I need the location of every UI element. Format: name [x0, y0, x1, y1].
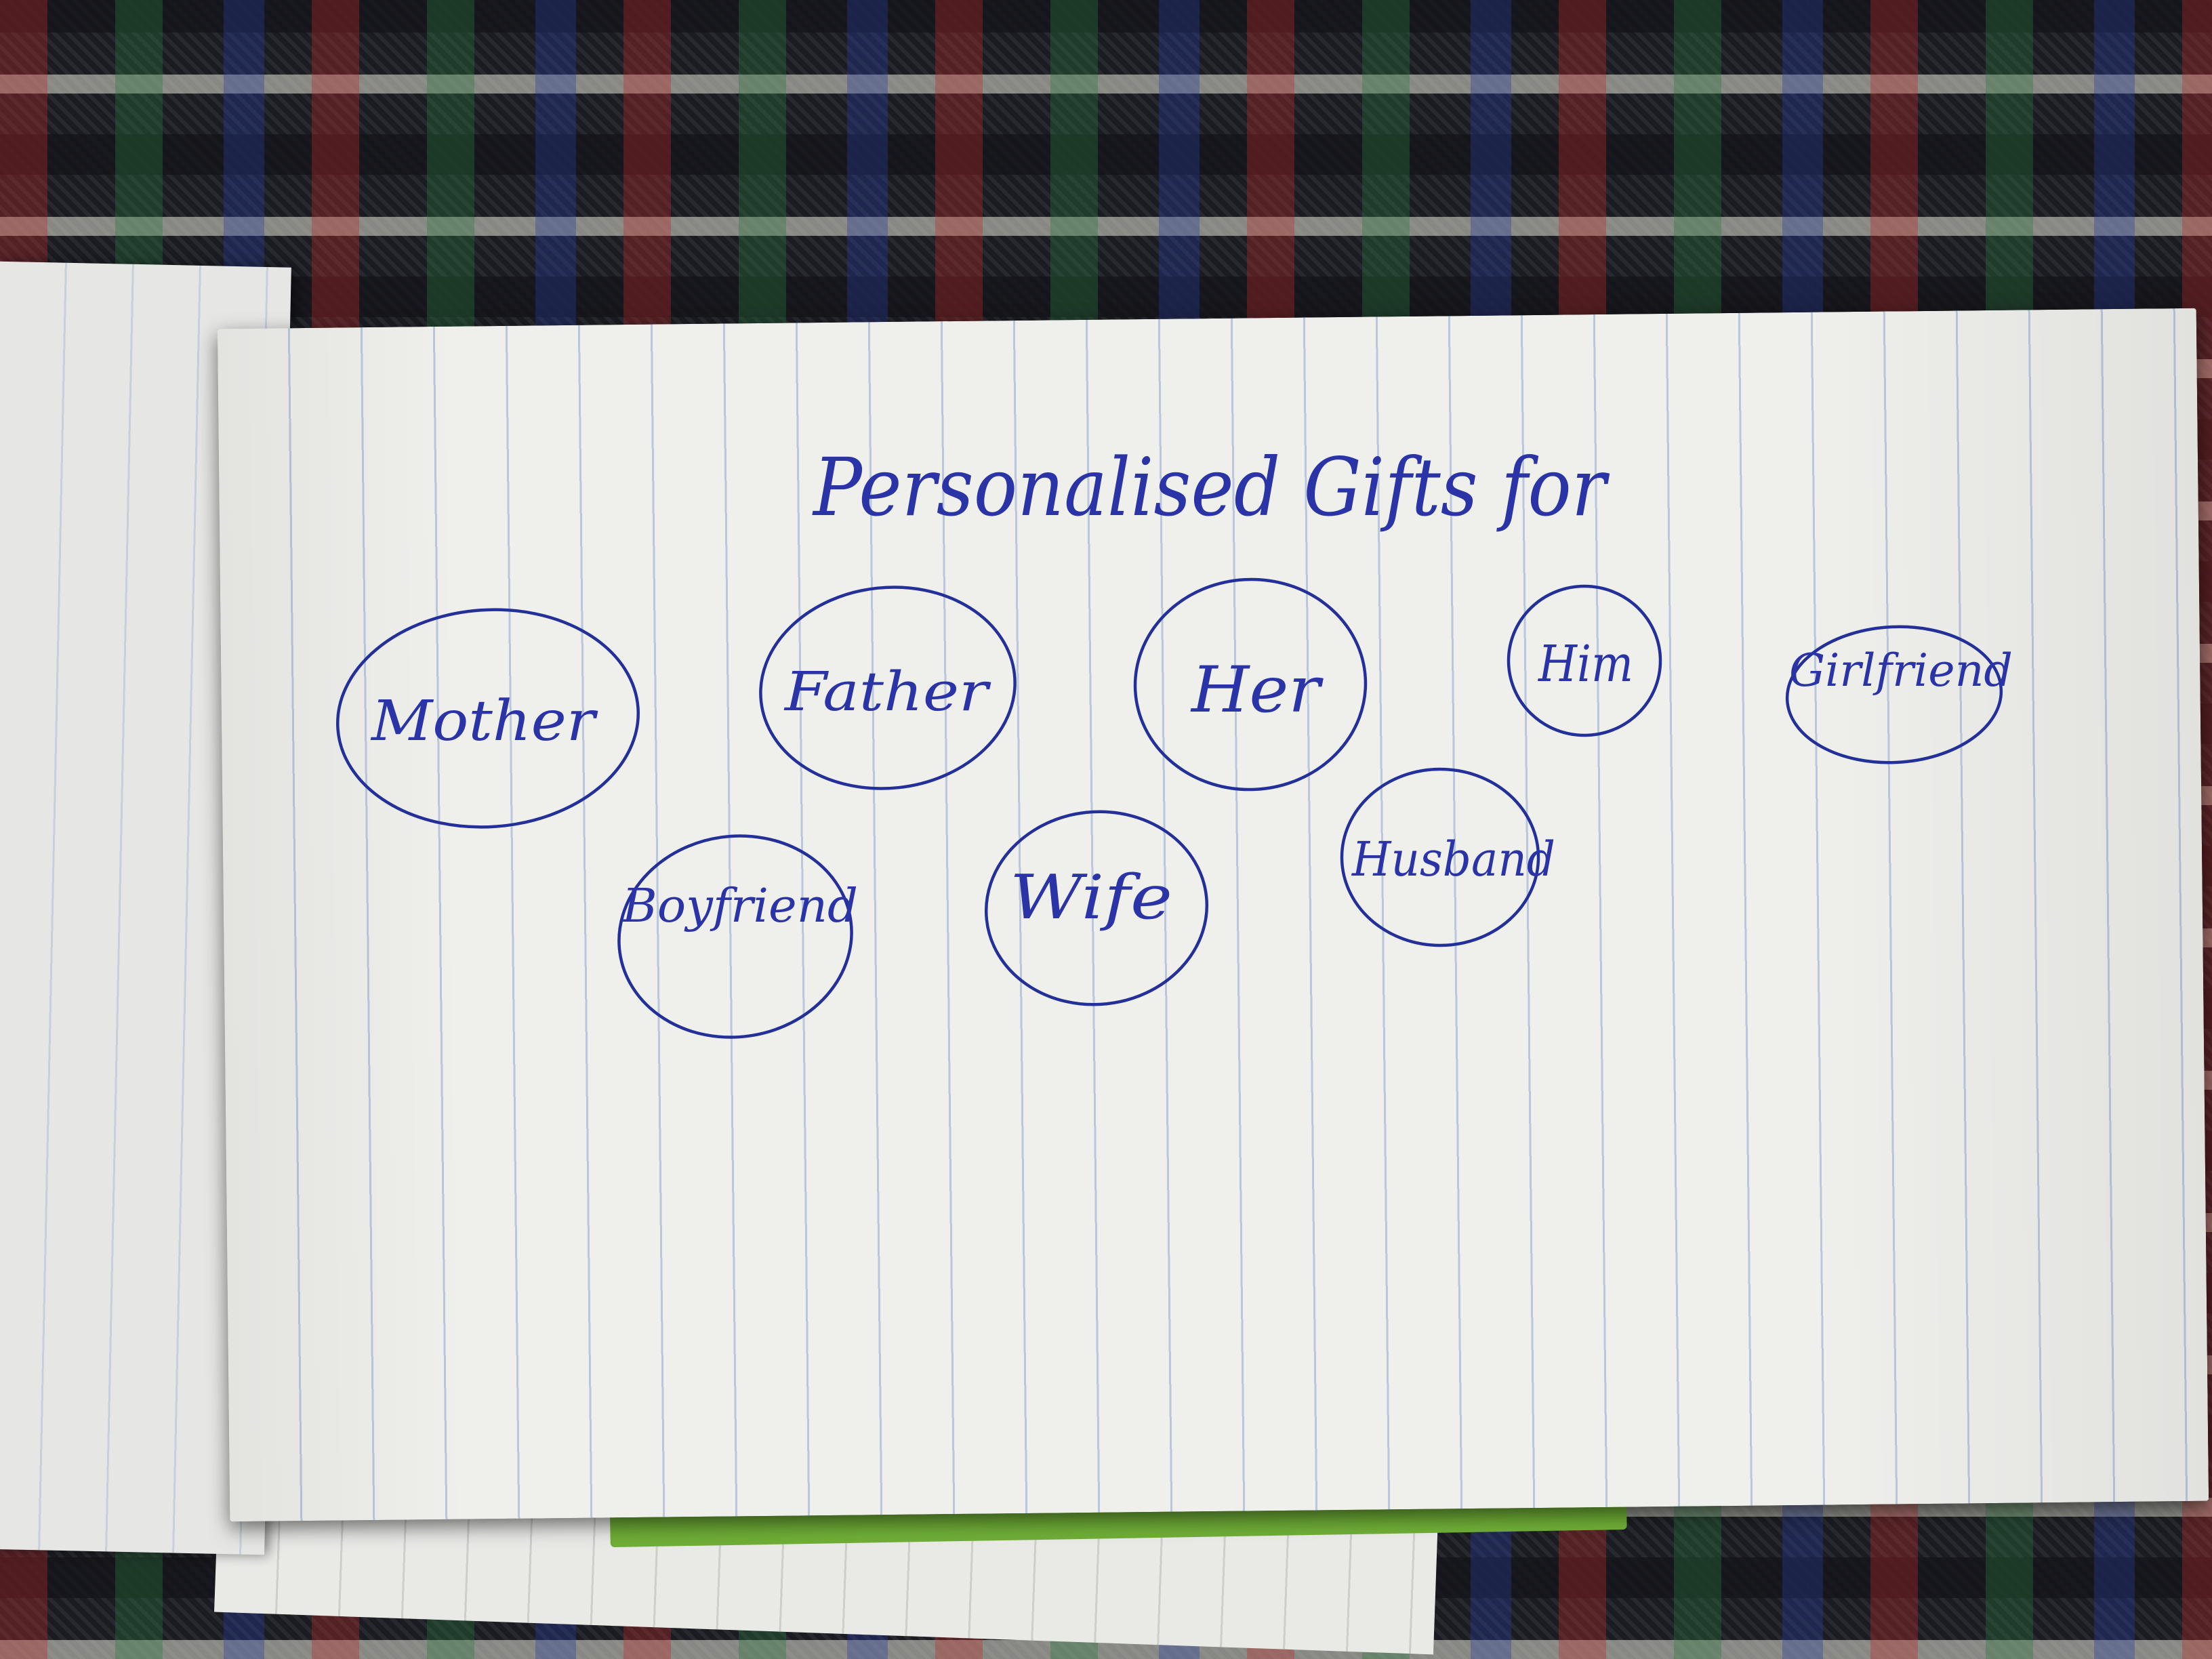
recipient-label: Mother: [370, 689, 598, 754]
recipient-bubble-mother: Mother: [336, 608, 640, 829]
recipient-bubble-girlfriend: Girlfriend: [1785, 625, 2013, 764]
recipient-label: Father: [783, 660, 992, 723]
bubble-outline: [1133, 577, 1368, 792]
bubble-outline: [617, 834, 853, 1039]
bubble-outline: [336, 608, 640, 829]
recipient-bubble-him: Him: [1507, 584, 1662, 737]
bubble-outline: [984, 810, 1209, 1006]
recipient-bubble-father: Father: [759, 586, 1017, 790]
handwritten-title: Personalised Gifts for: [812, 441, 1610, 534]
recipient-label: Wife: [1010, 862, 1172, 933]
recipient-label: Girlfriend: [1789, 644, 2013, 697]
recipient-bubble-wife: Wife: [984, 810, 1209, 1006]
recipient-label: Her: [1190, 653, 1324, 727]
bubble-outline: [1785, 625, 2003, 764]
recipient-label: Him: [1537, 635, 1633, 693]
bubble-outline: [1507, 584, 1662, 737]
recipient-bubble-her: Her: [1133, 577, 1368, 792]
recipient-label: Husband: [1351, 832, 1555, 887]
bubble-outline: [759, 586, 1017, 790]
recipient-bubble-boyfriend: Boyfriend: [617, 834, 858, 1039]
recipient-label: Boyfriend: [621, 880, 858, 933]
recipient-bubble-husband: Husband: [1340, 767, 1555, 947]
bubble-outline: [1340, 767, 1540, 947]
